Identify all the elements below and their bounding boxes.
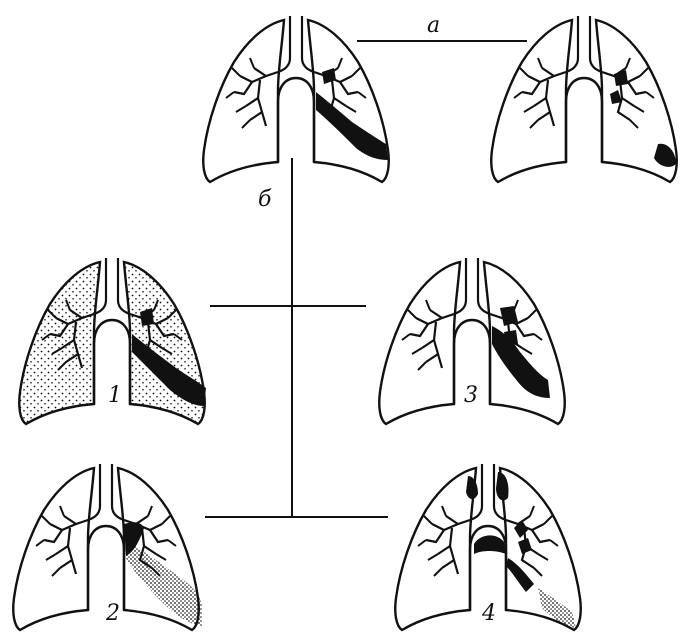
lesion-nodes [506, 520, 534, 592]
paratracheal-node-left [466, 476, 478, 499]
lymph-node [322, 68, 336, 84]
lung-1: 1 [19, 258, 206, 424]
lymph-node [610, 90, 622, 104]
lung-2: 2 [13, 464, 202, 630]
subcarinal-node [474, 535, 506, 554]
dotted-dissemination [126, 540, 202, 626]
label-3: 3 [464, 383, 478, 408]
lesion-streak [492, 326, 550, 398]
lung-4: 4 [395, 464, 581, 630]
label-2: 2 [105, 601, 120, 626]
lymph-node [614, 70, 628, 86]
label-1: 1 [108, 383, 122, 408]
paratracheal-node-right [496, 472, 509, 500]
label-4: 4 [481, 601, 496, 626]
lymph-node [504, 330, 518, 346]
lung-3: 3 [379, 258, 565, 424]
peripheral-focus [654, 144, 676, 167]
label-a: а [427, 13, 440, 38]
label-b: б [258, 187, 272, 212]
